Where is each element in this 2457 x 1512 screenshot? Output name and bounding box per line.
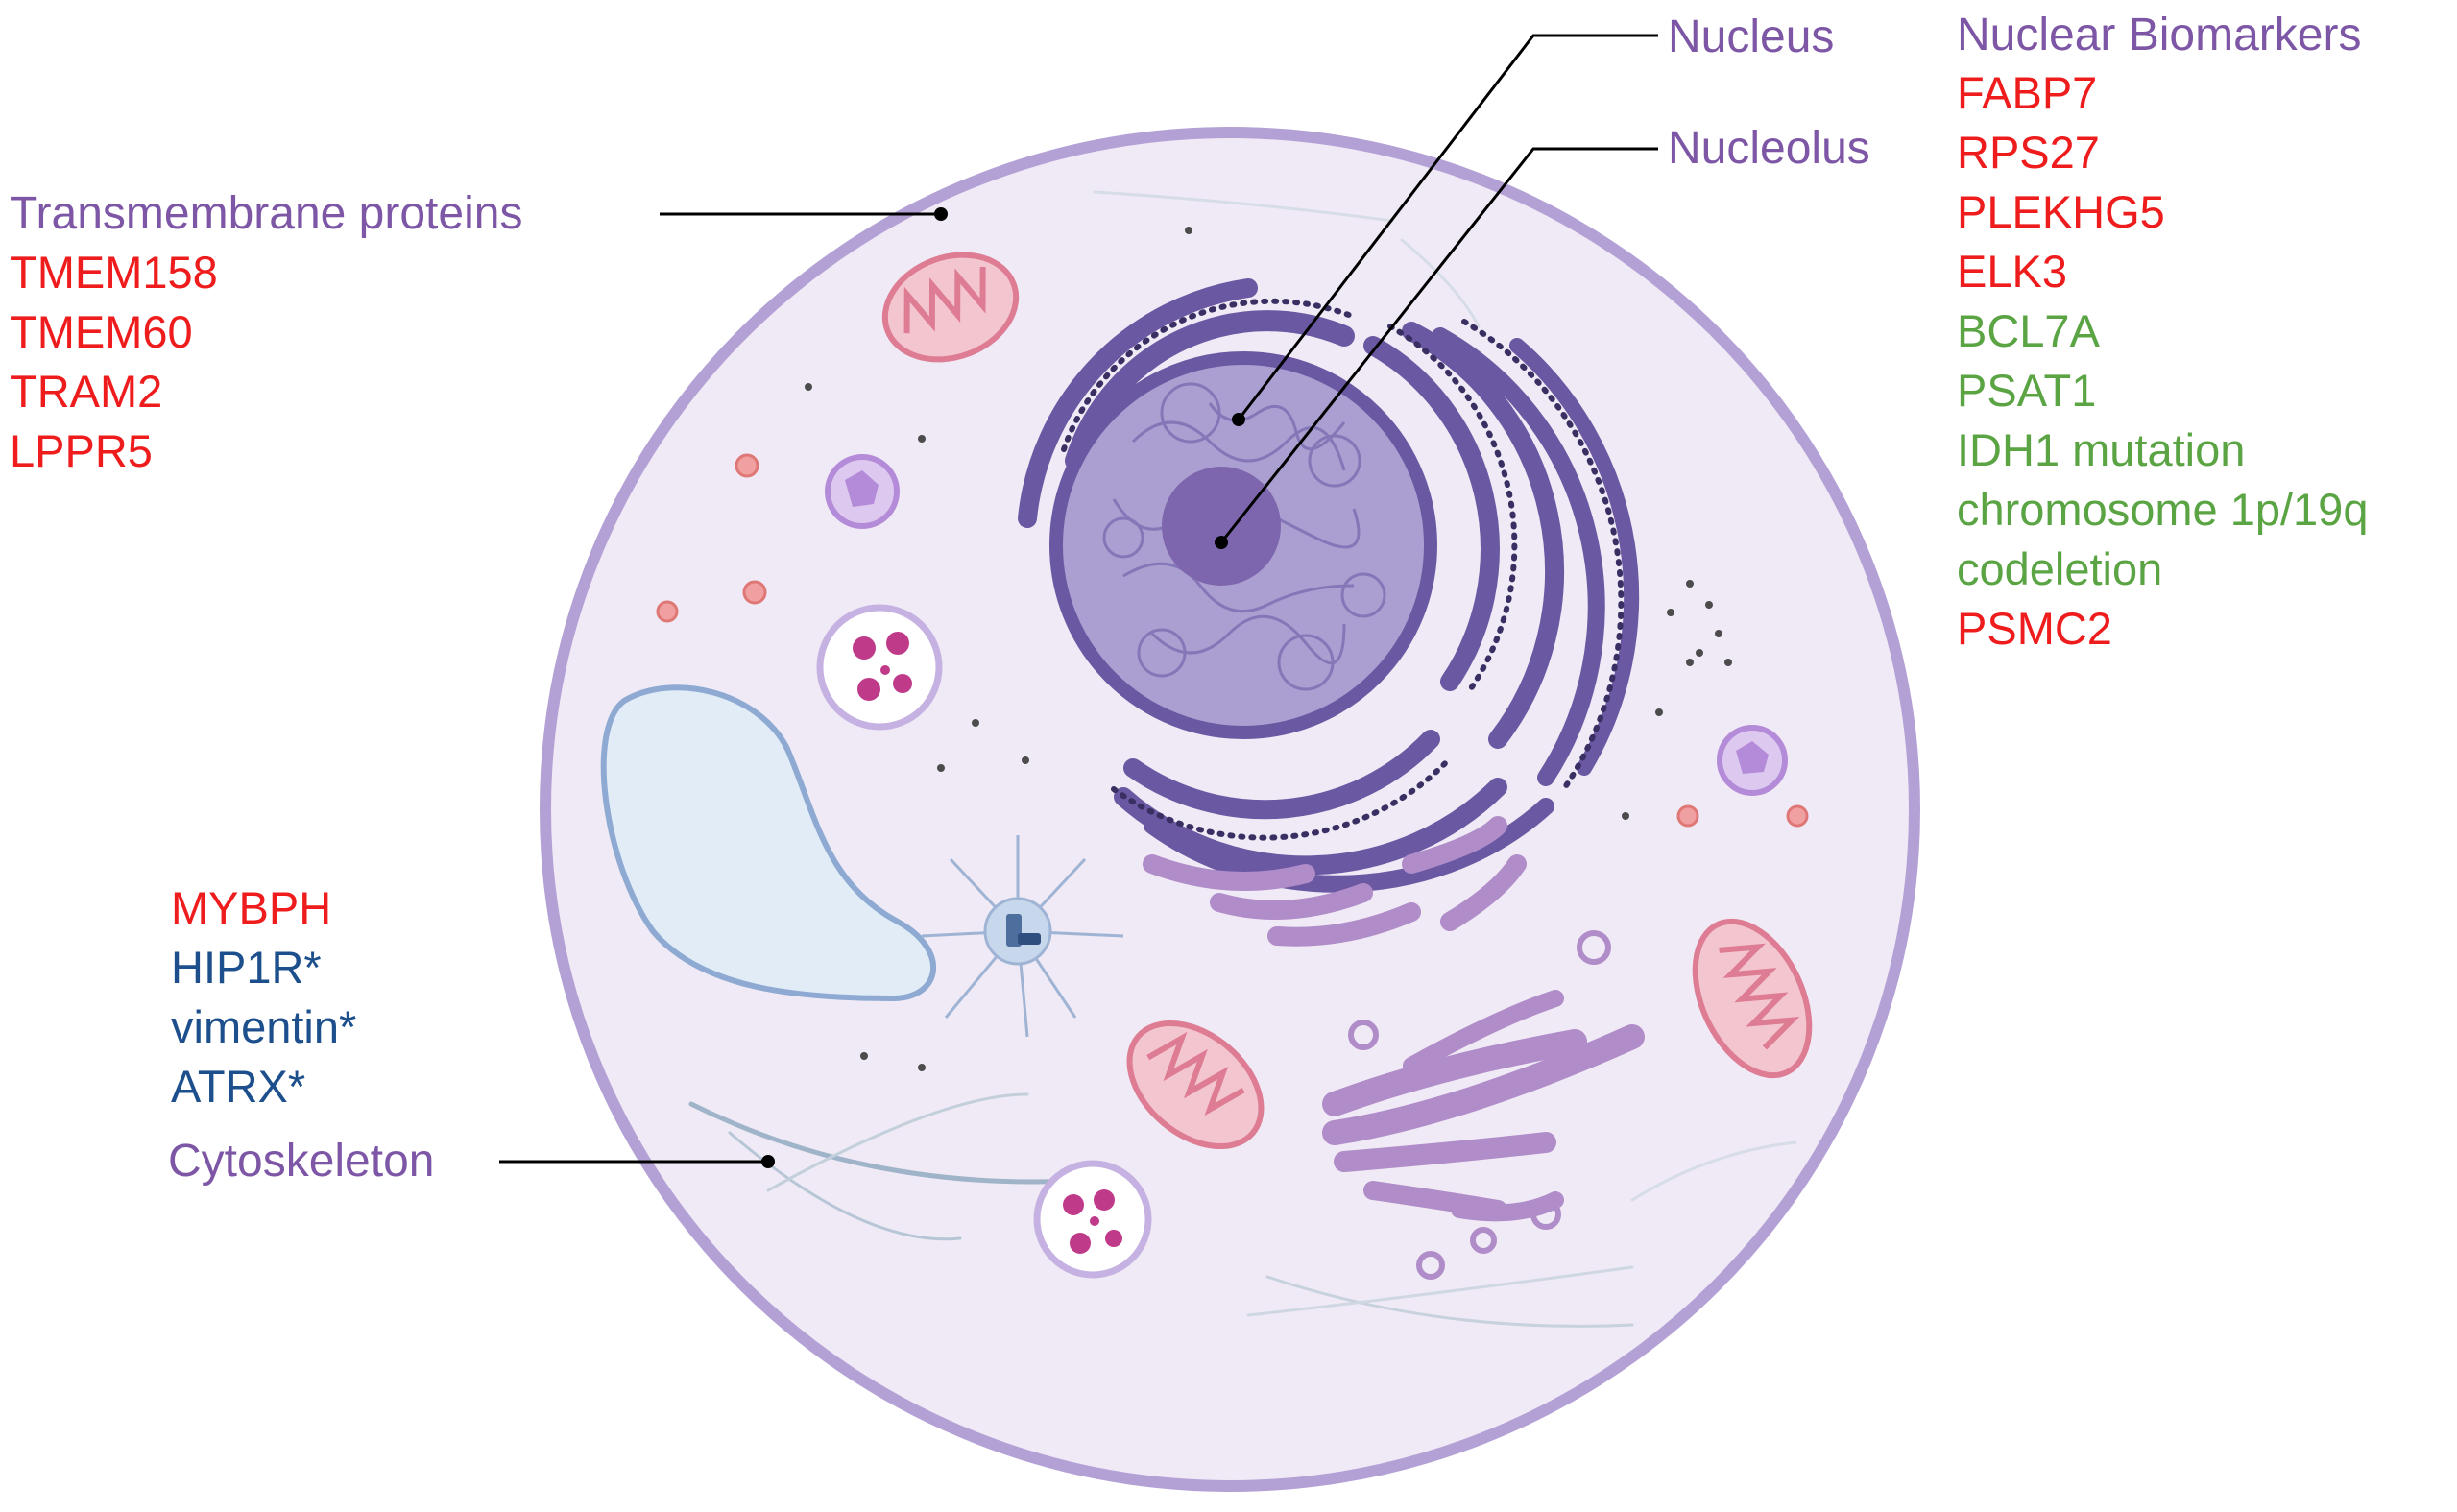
transmembrane-leader-dot xyxy=(934,207,948,221)
golgi-vesicles xyxy=(1348,930,1611,1280)
nucleolus-label: Nucleolus xyxy=(1668,123,1870,174)
golgi-apparatus xyxy=(1322,990,1645,1222)
cytoskeleton-label: Cytoskeleton xyxy=(168,1136,434,1187)
transmembrane-marker-1: TMEM60 xyxy=(10,306,193,357)
lysosome-left xyxy=(825,454,900,529)
nucleolus-leader-line xyxy=(1219,147,1658,543)
transmembrane-marker-0: TMEM158 xyxy=(10,247,218,298)
mitochondrion-right xyxy=(1692,918,1813,1079)
nucleolus-leader-dot xyxy=(1215,536,1228,549)
cytoskeleton-fibers xyxy=(688,190,1797,1328)
nuclear-marker-0: FABP7 xyxy=(1957,67,2097,118)
nuclear-marker-3: ELK3 xyxy=(1957,246,2067,297)
leader-endpoints xyxy=(761,207,1245,1168)
mitochondrion-center xyxy=(1126,1020,1265,1150)
cytoskeleton-marker-3: ATRX* xyxy=(171,1061,305,1112)
nuclear-marker-8: codeletion xyxy=(1957,543,2162,594)
cytoskeleton-marker-list: MYBPH HIP1R* vimentin* ATRX* xyxy=(171,882,356,1112)
rough-er xyxy=(1018,278,1640,893)
nuclear-marker-1: RPS27 xyxy=(1957,127,2100,178)
nuclear-marker-9: PSMC2 xyxy=(1957,603,2112,654)
transmembrane-label: Transmembrane proteins xyxy=(10,188,522,239)
nucleus-label: Nucleus xyxy=(1668,12,1834,62)
nuclear-marker-7: chromosome 1p/19q xyxy=(1957,484,2368,535)
vesicle-lower xyxy=(1033,1160,1152,1279)
transmembrane-marker-2: TRAM2 xyxy=(10,366,162,417)
nuclear-marker-4: BCL7A xyxy=(1957,305,2101,356)
mitochondrion-top xyxy=(881,252,1020,363)
vesicle-upper xyxy=(816,604,943,731)
nuclear-biomarkers-heading: Nuclear Biomarkers xyxy=(1957,10,2361,60)
leader-lines xyxy=(499,34,1658,1164)
ribosomes xyxy=(805,227,1732,1071)
nucleolus xyxy=(1162,467,1281,586)
cytoskeleton-leader-dot xyxy=(761,1155,775,1168)
er-ribosome-dots xyxy=(1061,298,1625,841)
transmembrane-marker-3: LPPR5 xyxy=(10,425,153,476)
nuclear-marker-6: IDH1 mutation xyxy=(1957,424,2245,475)
lysosome-right xyxy=(1717,725,1788,796)
centrosome xyxy=(921,835,1124,1038)
cytoskeleton-marker-2: vimentin* xyxy=(171,1001,356,1052)
nuclear-marker-5: PSAT1 xyxy=(1957,365,2096,416)
cytoskeleton-marker-0: MYBPH xyxy=(171,882,331,933)
small-vesicles xyxy=(656,453,1809,828)
smooth-er xyxy=(1143,816,1527,947)
nucleus-leader-line xyxy=(1237,34,1658,420)
vacuole xyxy=(600,684,937,1002)
nucleus-leader-dot xyxy=(1232,413,1245,426)
nuclear-marker-2: PLEKHG5 xyxy=(1957,186,2165,237)
cytoskeleton-marker-1: HIP1R* xyxy=(171,942,322,993)
